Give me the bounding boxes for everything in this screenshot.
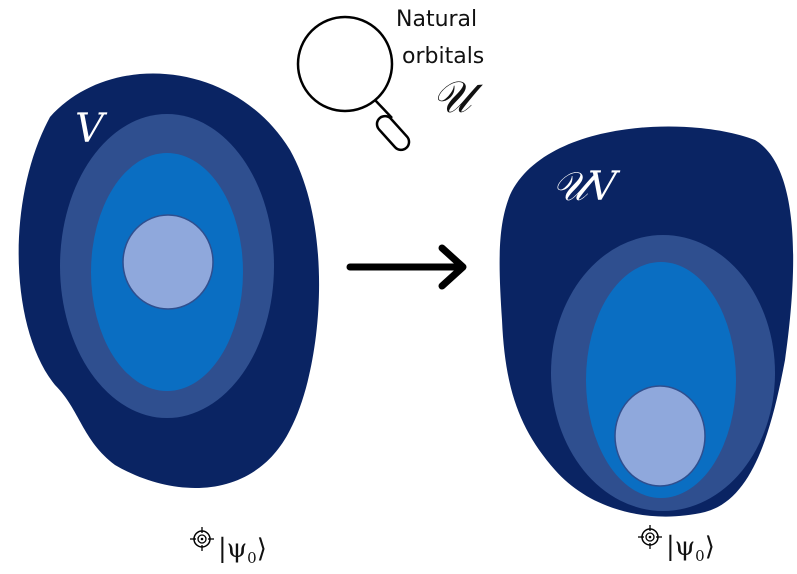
magnifier-caption-line2: orbitals: [402, 44, 484, 69]
left-state-close: ⟩: [257, 534, 267, 564]
right-space-label: 𝒰V: [552, 164, 621, 210]
right-core: [614, 385, 706, 487]
left-space-v: [18, 73, 320, 488]
left-space-label: V: [75, 106, 108, 152]
right-state-close: ⟩: [705, 532, 715, 562]
right-arrow-icon: [346, 244, 467, 290]
left-state-subscript: 0: [247, 549, 257, 567]
unitary-symbol: 𝒰: [432, 72, 483, 123]
target-icon: [638, 525, 662, 549]
left-state-ket: |ψ0⟩: [218, 534, 267, 567]
left-state-psi: |ψ: [218, 534, 247, 564]
magnifier-caption-line1: Natural: [396, 7, 477, 32]
right-state-subscript: 0: [695, 547, 705, 565]
right-state-psi: |ψ: [666, 532, 695, 562]
left-core: [122, 214, 214, 310]
right-space-uv: [499, 126, 794, 517]
target-icon: [190, 527, 214, 551]
right-state-ket: |ψ0⟩: [666, 532, 715, 565]
magnifying-glass-icon: [296, 15, 411, 152]
